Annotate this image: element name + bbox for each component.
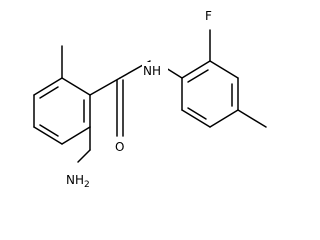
carbonyl-o-label: O: [115, 140, 124, 154]
structure-diagram: F NH O NH2: [0, 0, 267, 192]
methyl-bond-right: [237, 109, 267, 128]
left-benzene-ring: [33, 77, 91, 145]
fluorine-label-bg: [202, 6, 218, 24]
amine-nh-text: NH: [66, 173, 84, 187]
right-benzene-ring: [181, 60, 239, 128]
fluorine-label: F: [205, 9, 212, 23]
ring-to-carbonyl-bond: [89, 77, 121, 96]
carbonyl-o-label-bg: [113, 138, 129, 154]
canvas-background: [0, 0, 267, 192]
amine-bond-diag: [77, 149, 91, 163]
amine-subscript: 2: [84, 180, 90, 190]
amide-nh-label: NH: [143, 64, 161, 78]
n-to-ring-bond: [165, 67, 183, 79]
amine-label-bg: [64, 170, 96, 189]
amide-nh-label-bg: [142, 62, 168, 79]
amine-label: NH2: [66, 173, 90, 190]
